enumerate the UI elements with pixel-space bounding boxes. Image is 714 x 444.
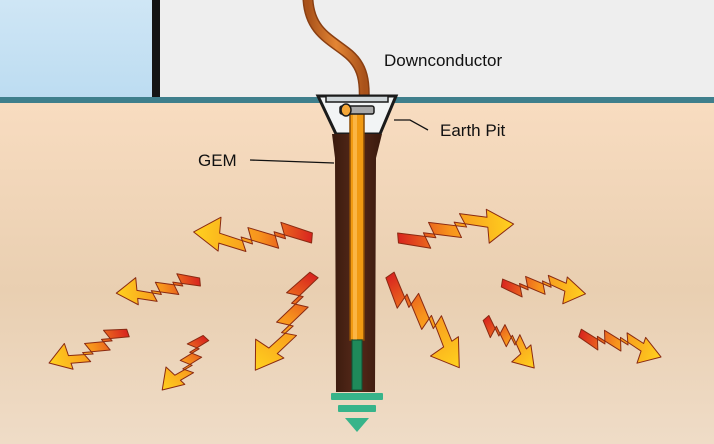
lightning-arrow-icon [500,274,587,305]
earth-pit-label: Earth Pit [440,121,505,140]
gem-leader [249,159,335,164]
lightning-arrow-shape [385,271,460,369]
ground-symbol-tip [345,418,369,432]
lightning-arrow-icon [115,273,201,306]
lightning-arrow-icon [254,271,319,371]
lightning-arrow-icon [385,271,460,369]
lightning-arrow-shape [115,273,201,306]
lightning-arrow-shape [254,271,319,371]
lightning-arrow-icon [578,328,662,364]
lightning-arrow-shape [578,328,662,364]
ground-rod [351,339,363,391]
lightning-arrow-shape [397,208,515,249]
lightning-arrow-icon [397,208,515,249]
lightning-arrow-shape [193,216,313,252]
earth-pit-leader [394,119,429,131]
gem-label: GEM [198,151,237,170]
lightning-arrow-icon [482,315,535,369]
earth-ground-symbol-icon [331,393,383,432]
lightning-arrow-shape [482,315,535,369]
lightning-arrow-icon [48,328,130,370]
lightning-arrow-shape [500,274,587,305]
ground-symbol-bar-2 [338,405,376,412]
earth-pit-cover [325,95,389,103]
ground-symbol-bar-1 [331,393,383,400]
downconductor-label: Downconductor [384,51,502,70]
discharge-arrows [48,208,662,391]
lightning-arrow-icon [193,216,313,252]
lightning-arrow-shape [161,334,210,391]
lightning-arrow-icon [161,334,210,391]
clamp-bolt [340,103,352,117]
window-pane [0,0,152,100]
electrode-highlight [353,108,357,340]
lightning-arrow-shape [48,328,130,370]
downconductor-cable [304,0,369,124]
window-frame [152,0,160,100]
